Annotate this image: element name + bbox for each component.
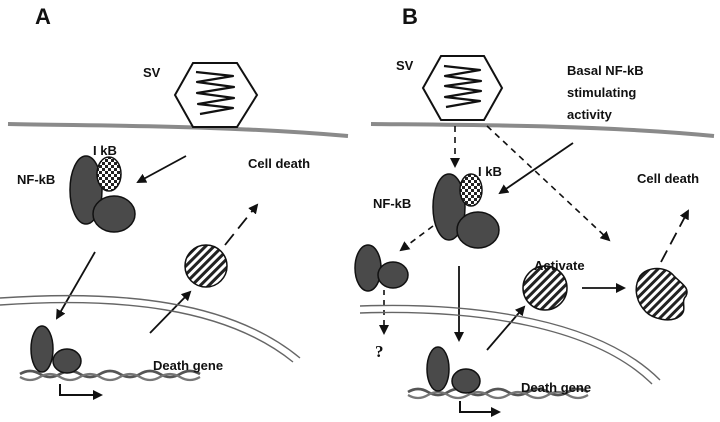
panel-a-sv-label: SV [143,65,161,80]
panel-a: A SV I kB NF-kB Cell death [0,4,349,400]
panel-b-dashed-arrow-to-free-nfkb [399,225,434,252]
panel-b-nuclear-membrane [359,304,661,385]
panel-a-nfkb-bound [30,325,82,374]
panel-a-ikb-label: I kB [93,143,117,158]
panel-a-arrow-nfkb-to-nucleus [56,251,96,320]
panel-b-nfkb-complex [432,173,500,249]
panel-b-arrow-basal-to-ikb [498,142,574,195]
panel-a-arrow-gene-to-product [149,290,192,334]
panel-b-activated-protein-icon [635,267,688,321]
panel-a-nfkb-complex [69,155,136,233]
panel-a-plasma-membrane [7,122,349,138]
panel-b-basal-activity-line-3: activity [567,107,613,122]
panel-a-nuclear-membrane [0,294,301,363]
panel-b-death-protein-icon [522,265,568,311]
panel-b: B SV Basal NF-kB stimulating activity I … [354,4,715,417]
panel-b-transcription-arrow [459,401,501,417]
panel-b-basal-activity-line-1: Basal NF-kB [567,63,644,78]
panel-a-nfkb-label: NF-kB [17,172,55,187]
panel-b-ikb-label: I kB [478,164,502,179]
panel-b-free-nfkb [354,244,409,292]
panel-b-letter: B [402,4,418,29]
panel-a-virus-icon [173,62,259,128]
panel-b-nfkb-bound [426,346,481,394]
panel-b-dashed-arrow-to-cell-death [660,209,689,263]
panel-a-dna-icon [19,369,201,382]
panel-a-arrow-virus-to-ikb [136,155,187,183]
panel-a-cell-death-label: Cell death [248,156,310,171]
panel-b-death-gene-label: Death gene [521,380,591,395]
panel-b-dashed-arrow-virus-to-activate [486,125,611,242]
panel-b-basal-activity-line-2: stimulating [567,85,636,100]
panel-b-unknown-label: ? [375,342,384,361]
panel-a-transcription-arrow [59,384,103,400]
panel-b-plasma-membrane [370,122,715,138]
panel-b-virus-icon [421,55,504,121]
panel-b-arrow-gene-to-product [486,305,526,351]
panel-b-sv-label: SV [396,58,414,73]
panel-a-letter: A [35,4,51,29]
panel-a-arrow-to-cell-death [224,203,259,246]
panel-b-cell-death-label: Cell death [637,171,699,186]
panel-b-nfkb-label: NF-kB [373,196,411,211]
panel-b-ikb-icon [459,173,483,207]
panel-a-death-protein-icon [184,244,228,288]
panel-b-activate-label: Activate [534,258,585,273]
panel-a-death-gene-label: Death gene [153,358,223,373]
panel-b-dna-icon [407,387,589,400]
panel-a-ikb-icon [96,156,122,192]
